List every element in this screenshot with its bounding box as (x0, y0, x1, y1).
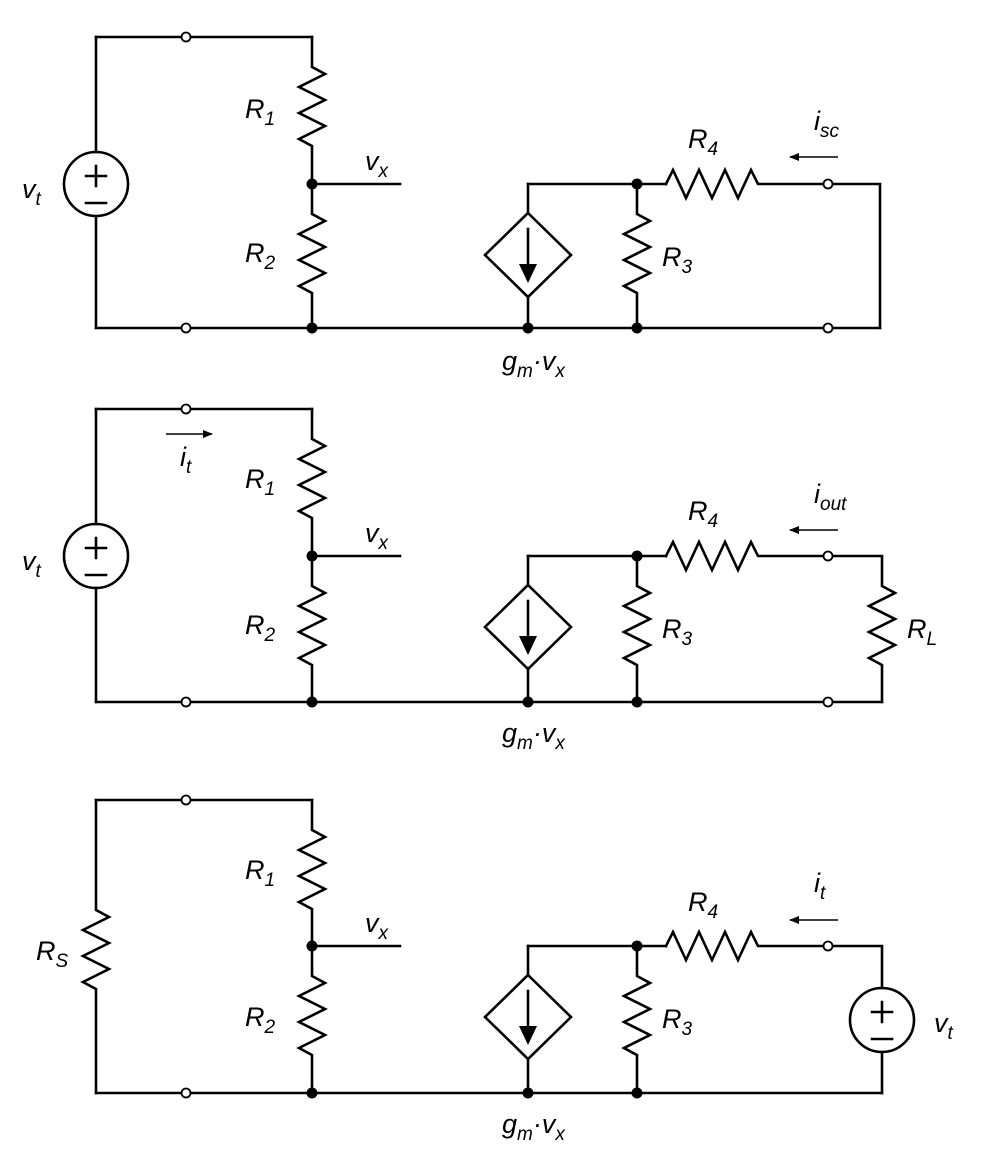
input-current-label: it (180, 442, 192, 478)
r2-resistor (296, 944, 328, 1095)
r2-label: R2 (245, 238, 276, 274)
gm-label: gm·vx (502, 1109, 566, 1145)
voltage-source-icon (62, 522, 130, 590)
rs-label: RS (36, 936, 69, 972)
r1-resistor (296, 35, 328, 186)
r1-label: R1 (245, 464, 275, 500)
node-dot (631, 696, 643, 708)
current-label: isc (814, 106, 840, 142)
test-source-top-wire (826, 944, 884, 990)
vx-label: vx (365, 908, 390, 944)
node-dot (522, 322, 534, 334)
node-dot (306, 696, 318, 708)
node-dot (631, 940, 643, 952)
rs-resistor (80, 798, 112, 1095)
node-dot (631, 178, 643, 190)
gm-label: gm·vx (502, 718, 566, 754)
output-terminal (822, 940, 834, 952)
r4-label: R4 (688, 124, 718, 160)
input-terminal (180, 403, 192, 415)
source-label: vt (22, 546, 42, 582)
vx-label: vx (365, 146, 390, 182)
output-terminal (822, 696, 834, 708)
r3-label: R3 (662, 242, 693, 278)
r1-resistor (296, 407, 328, 558)
output-terminal (822, 550, 834, 562)
output-terminal (822, 178, 834, 190)
circuit-3-output-test: RS R1 R2 vx R3 R4 it vt gm·vx (36, 794, 954, 1145)
output-terminal (822, 322, 834, 334)
input-terminal (180, 696, 192, 708)
current-label: it (814, 868, 826, 904)
input-terminal (180, 794, 192, 806)
r4-label: R4 (688, 496, 718, 532)
r3-resistor (621, 944, 653, 1095)
r4-resistor (664, 166, 830, 202)
r4-label: R4 (688, 887, 718, 923)
gm-label: gm·vx (502, 346, 566, 382)
r3-resistor (621, 182, 653, 330)
node-dot (306, 1087, 318, 1099)
vx-label: vx (365, 518, 390, 554)
input-terminal (180, 322, 192, 334)
circuit-1-short-circuit: vt R1 R2 vx R3 R4 isc gm·vx (22, 31, 882, 382)
node-dot (631, 550, 643, 562)
input-terminal (180, 1087, 192, 1099)
dependent-current-source-icon (483, 583, 573, 671)
voltage-source-icon (62, 150, 130, 218)
r2-label: R2 (245, 1002, 276, 1038)
r4-resistor (664, 538, 830, 574)
short-circuit-wire (826, 182, 882, 330)
r1-resistor (296, 798, 328, 948)
rl-label: RL (907, 614, 937, 650)
r2-label: R2 (245, 610, 276, 646)
r2-resistor (296, 182, 328, 330)
r3-label: R3 (662, 614, 693, 650)
node-vx-dot (306, 940, 318, 952)
test-source-label: vt (934, 1008, 954, 1044)
current-label: iout (814, 479, 847, 515)
node-vx-dot (306, 550, 318, 562)
node-dot (631, 1087, 643, 1099)
r2-resistor (296, 554, 328, 704)
input-terminal (180, 31, 192, 43)
dependent-current-source-icon (483, 211, 573, 299)
r3-label: R3 (662, 1004, 693, 1040)
dependent-current-source-icon (483, 973, 573, 1061)
r1-label: R1 (245, 94, 275, 130)
r1-label: R1 (245, 855, 275, 891)
node-vx-dot (306, 178, 318, 190)
r4-resistor (664, 928, 830, 964)
node-dot (306, 322, 318, 334)
r3-resistor (621, 554, 653, 704)
rl-resistor (826, 554, 898, 704)
circuit-2-loaded: vt it R1 R2 vx R3 R4 RL iout gm·vx (22, 403, 937, 754)
source-label: vt (22, 174, 42, 210)
node-dot (522, 1087, 534, 1099)
node-dot (522, 696, 534, 708)
node-dot (631, 322, 643, 334)
voltage-source-icon (848, 986, 916, 1054)
